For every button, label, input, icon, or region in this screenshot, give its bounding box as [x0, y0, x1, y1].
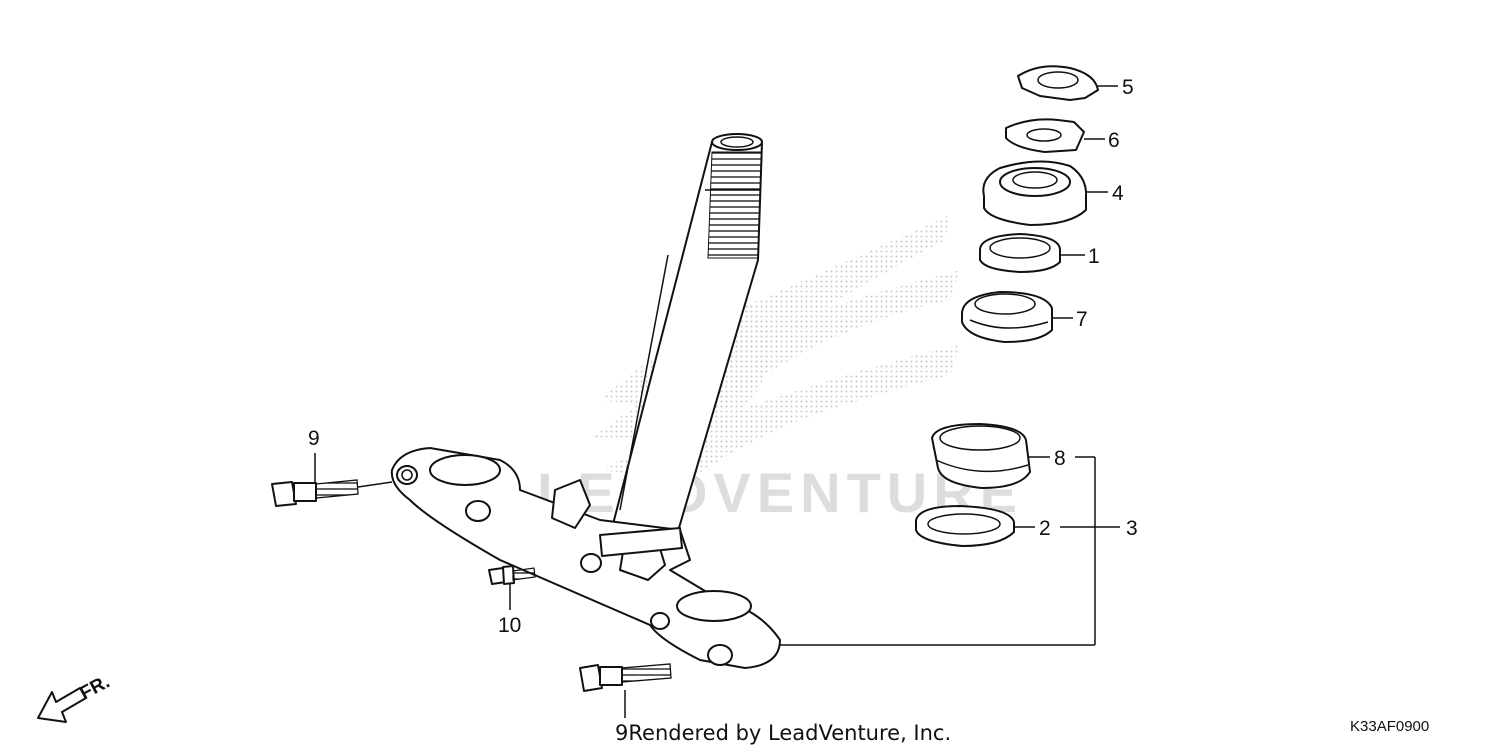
front-arrow-icon [37, 687, 87, 723]
part-6-lock-washer [1005, 118, 1105, 153]
bolt-9-upper [271, 453, 393, 507]
bracket-3 [780, 456, 1120, 646]
credit-text: Rendered by LeadVenture, Inc. [628, 721, 951, 745]
diagram-code: K33AF0900 [1350, 718, 1429, 735]
bottom-caption: 9Rendered by LeadVenture, Inc. [615, 721, 951, 745]
callout-6: 6 [1108, 129, 1120, 152]
part-8-lower-bearing [931, 423, 1050, 489]
callout-8: 8 [1054, 447, 1066, 470]
bolt-9-lower [579, 663, 672, 718]
callout-10: 10 [498, 614, 521, 637]
bolt-10 [488, 565, 536, 610]
callout-9-upper: 9 [308, 427, 320, 450]
front-direction-indicator: FR. [37, 672, 113, 723]
callout-3: 3 [1126, 517, 1138, 540]
callout-1: 1 [1088, 245, 1100, 268]
steering-stem-shaft [611, 133, 763, 539]
callout-5: 5 [1122, 76, 1134, 99]
callout-4: 4 [1112, 182, 1124, 205]
lower-triple-clamp [390, 447, 781, 669]
callout-2: 2 [1039, 517, 1051, 540]
part-7-upper-bearing [961, 291, 1073, 343]
callout-7: 7 [1076, 308, 1088, 331]
callout-9-lower: 9 [615, 721, 628, 745]
part-5-lock-nut [1017, 65, 1118, 101]
part-2-dust-seal [915, 505, 1035, 547]
part-1-upper-race [979, 233, 1085, 273]
part-4-adjusting-nut [982, 160, 1108, 226]
